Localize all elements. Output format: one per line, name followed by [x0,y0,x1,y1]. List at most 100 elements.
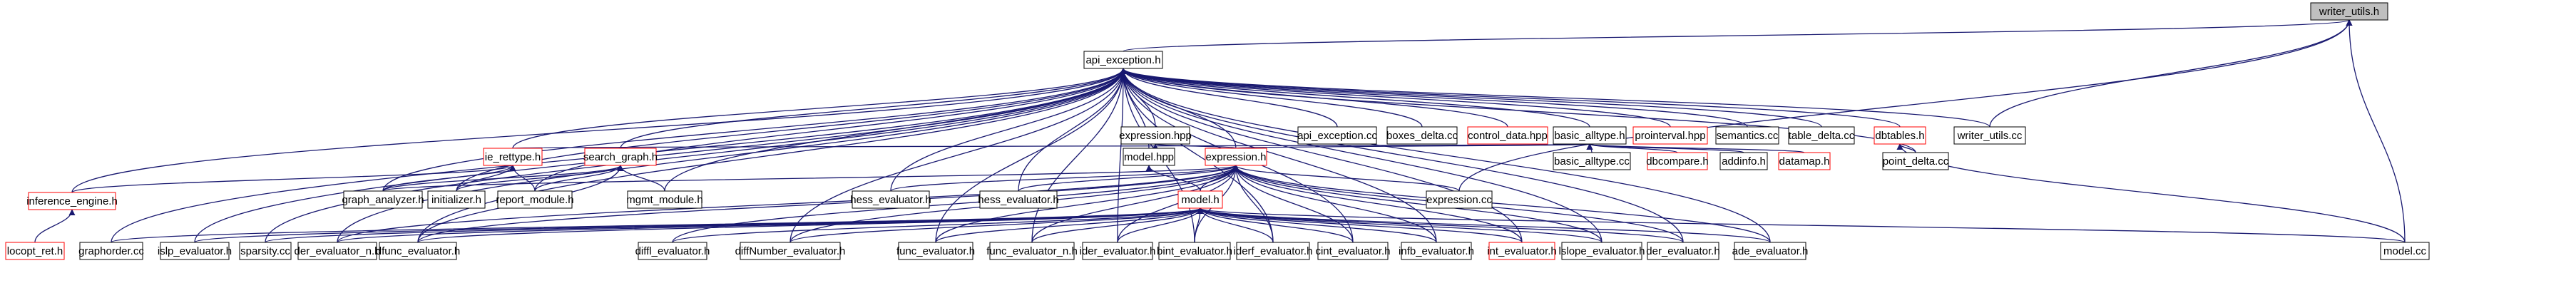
graph-node-api-exception-cc[interactable]: api_exception.cc [1297,126,1377,145]
graph-node-locopt-ret-h[interactable]: locopt_ret.h [5,242,65,260]
graph-node-func-evaluator-h[interactable]: func_evaluator.h [896,242,975,260]
node-box[interactable] [1120,126,1190,145]
node-box[interactable] [1467,126,1548,145]
graph-node-graph-analyzer-h[interactable]: graph_analyzer.h [342,190,424,209]
node-box[interactable] [852,190,930,209]
node-box[interactable] [1788,126,1855,145]
node-box[interactable] [1426,190,1493,209]
node-box[interactable] [1123,148,1175,166]
graph-node-ie-rettype-h[interactable]: ie_rettype.h [483,148,543,166]
graph-node-hess-evaluator-h-1[interactable]: hess_evaluator.h [850,190,931,209]
graph-node-dbcompare-h[interactable]: dbcompare.h [1646,152,1709,170]
graph-node-ider-evaluator-h[interactable]: ider_evaluator.h [1080,242,1156,260]
graph-node-graphorder-cc[interactable]: graphorder.cc [78,242,144,260]
graph-node-boxes-delta-cc[interactable]: boxes_delta.cc [1386,126,1458,145]
graph-node-ade-evaluator-h[interactable]: ade_evaluator.h [1732,242,1809,260]
node-box[interactable] [627,190,702,209]
graph-node-search-graph-h[interactable]: search_graph.h [583,148,658,166]
graph-node-diffNumber-evaluator-h[interactable]: diffNumber_evaluator.h [735,242,846,260]
graph-node-point-delta-cc[interactable]: point_delta.cc [1882,152,1949,170]
node-box[interactable] [28,192,116,210]
node-box[interactable] [427,190,486,209]
node-box[interactable] [740,242,841,260]
graph-node-sparsity-cc[interactable]: sparsity.cc [239,242,292,260]
graph-node-writer-utils-h[interactable]: writer_utils.h [2310,2,2388,21]
node-box[interactable] [898,242,973,260]
node-box[interactable] [1734,242,1806,260]
node-box[interactable] [2310,2,2388,21]
graph-node-der-evaluator-n-h[interactable]: der_evaluator_n.h [295,242,381,260]
node-box[interactable] [1083,51,1163,69]
node-box[interactable] [1386,126,1458,145]
node-box[interactable] [497,190,573,209]
graph-node-cint-evaluator-h[interactable]: cint_evaluator.h [1315,242,1391,260]
graph-node-control-data-hpp[interactable]: control_data.hpp [1467,126,1548,145]
node-box[interactable] [979,190,1058,209]
graph-node-hess-evaluator-h-2[interactable]: hess_evaluator.h [978,190,1059,209]
graph-node-expression-cc[interactable]: expression.cc [1426,190,1493,209]
graph-node-basic-alltype-cc[interactable]: basic_alltype.cc [1553,152,1631,170]
node-box[interactable] [584,148,657,166]
graph-node-dbtables-h[interactable]: dbtables.h [1874,126,1926,145]
graph-node-infb-evaluator-h[interactable]: infb_evaluator.h [1399,242,1474,260]
node-box[interactable] [1553,126,1627,145]
node-box[interactable] [1488,242,1555,260]
node-box[interactable] [1778,152,1831,170]
graph-node-prointerval-hpp[interactable]: prointerval.hpp [1632,126,1708,145]
graph-node-basic-alltype-h[interactable]: basic_alltype.h [1553,126,1627,145]
node-box[interactable] [1082,242,1153,260]
node-box[interactable] [5,242,65,260]
graph-node-mgmt-module-h[interactable]: mgmt_module.h [626,190,703,209]
node-box[interactable] [1719,152,1768,170]
graph-node-der-evaluator-h[interactable]: der_evaluator.h [1646,242,1720,260]
graph-node-model-hpp[interactable]: model.hpp [1123,148,1175,166]
graph-node-table-delta-cc[interactable]: table_delta.cc [1788,126,1855,145]
node-box[interactable] [1874,126,1926,145]
node-box[interactable] [1205,148,1267,166]
graph-node-diffl-evaluator-h[interactable]: diffl_evaluator.h [635,242,710,260]
graph-node-lslope-evaluator-h[interactable]: lslope_evaluator.h [1559,242,1645,260]
node-box[interactable] [1297,126,1377,145]
node-box[interactable] [1647,152,1708,170]
graph-node-semantics-cc[interactable]: semantics.cc [1715,126,1779,145]
node-box[interactable] [1715,126,1779,145]
graph-node-writer-utils-cc[interactable]: writer_utils.cc [1953,126,2026,145]
node-box[interactable] [1647,242,1719,260]
node-box[interactable] [1177,190,1223,209]
graph-node-dfunc-evaluator-h[interactable]: dfunc_evaluator.h [376,242,460,260]
graph-node-expression-hpp[interactable]: expression.hpp [1119,126,1192,145]
graph-node-initializer-h[interactable]: initializer.h [427,190,486,209]
graph-node-addinfo-h[interactable]: addinfo.h [1719,152,1768,170]
node-box[interactable] [2380,242,2430,260]
node-box[interactable] [1553,152,1631,170]
graph-node-func-evaluator-n-h[interactable]: func_evaluator_n.h [986,242,1078,260]
graph-node-iderf-evaluator-h[interactable]: iderf_evaluator.h [1234,242,1313,260]
node-box[interactable] [989,242,1075,260]
node-box[interactable] [1632,126,1708,145]
graph-node-model-cc[interactable]: model.cc [2380,242,2430,260]
node-box[interactable] [1236,242,1310,260]
node-box[interactable] [1953,126,2026,145]
node-box[interactable] [239,242,292,260]
graph-node-bint-evaluator-h[interactable]: bint_evaluator.h [1157,242,1232,260]
node-box[interactable] [1561,242,1642,260]
node-box[interactable] [1401,242,1472,260]
node-box[interactable] [343,190,423,209]
graph-node-report-module-h[interactable]: report_module.h [496,190,574,209]
node-box[interactable] [79,242,143,260]
node-box[interactable] [1158,242,1231,260]
graph-node-expression-h[interactable]: expression.h [1205,148,1267,166]
graph-node-model-h[interactable]: model.h [1177,190,1223,209]
node-box[interactable] [160,242,230,260]
node-box[interactable] [1317,242,1389,260]
graph-node-datamap-h[interactable]: datamap.h [1778,152,1831,170]
node-box[interactable] [1882,152,1949,170]
graph-node-int-evaluator-h[interactable]: int_evaluator.h [1487,242,1557,260]
node-box[interactable] [483,148,543,166]
graph-node-inference-engine-h[interactable]: inference_engine.h [26,192,118,210]
node-box[interactable] [638,242,707,260]
node-box[interactable] [297,242,377,260]
graph-node-api-exception-h[interactable]: api_exception.h [1083,51,1163,69]
node-box[interactable] [379,242,457,260]
graph-node-islp-evaluator-h[interactable]: islp_evaluator.h [158,242,232,260]
